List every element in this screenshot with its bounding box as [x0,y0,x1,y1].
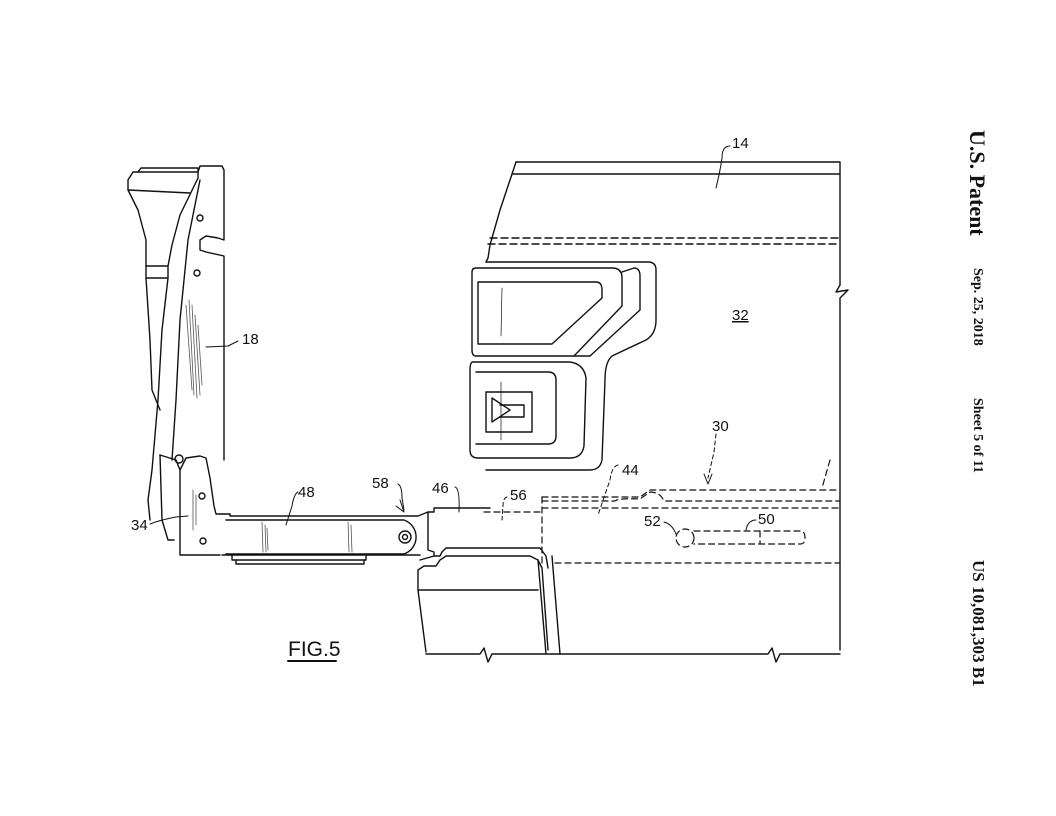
hidden-latch [483,459,841,564]
bed-side-14 [425,161,849,663]
ref-48: 48 [298,484,315,501]
ref-32: 32 [732,307,749,324]
ref-18: 18 [242,331,259,348]
reference-leaders [149,145,757,535]
bracket-46 [419,507,549,569]
step-48 [221,511,429,565]
bumper [417,555,561,655]
ref-34: 34 [131,517,148,534]
figure-label: FIG.5 [288,638,341,661]
ref-44: 44 [622,462,639,479]
ref-50: 50 [758,511,775,528]
figure-caption: FIG.5 [288,638,341,661]
tail-lamp [469,261,657,471]
ref-56: 56 [510,487,527,504]
tailgate-18 [127,165,225,556]
ref-52: 52 [644,513,661,530]
reference-labels: 14 18 30 32 34 44 46 48 50 52 56 58 [131,135,775,534]
ref-58: 58 [372,475,389,492]
ref-30: 30 [712,418,729,435]
ref-14: 14 [732,135,749,152]
ref-46: 46 [432,480,449,497]
